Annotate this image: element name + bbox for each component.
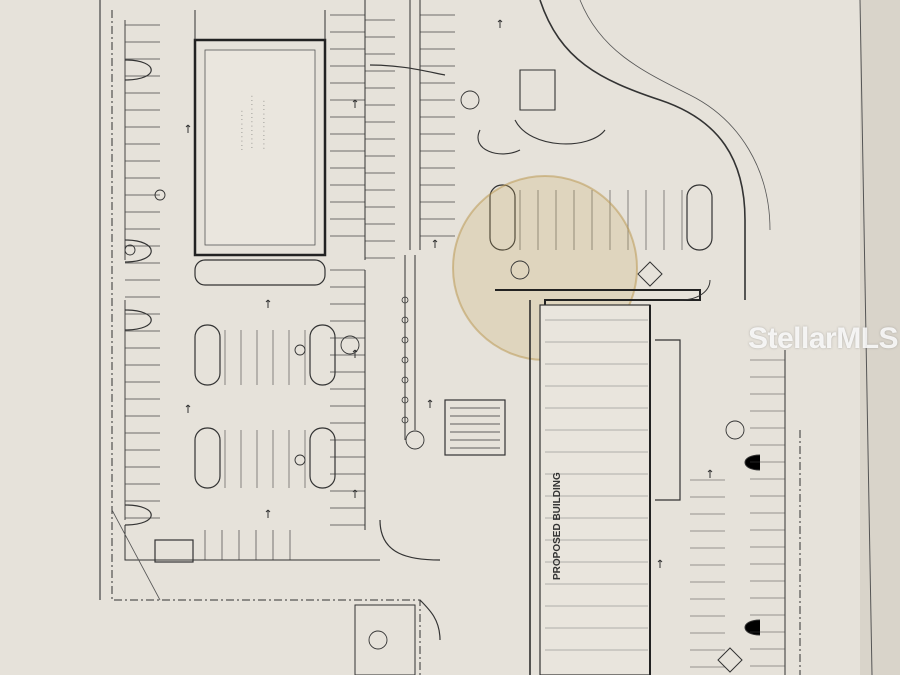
- stellar-mls-watermark: StellarMLS: [748, 322, 899, 355]
- svg-text:· · · · · · · · · ·: · · · · · · · · · ·: [238, 110, 245, 151]
- building-title: PROPOSED BUILDING: [552, 472, 563, 580]
- svg-text:· · · · · · · · · · · · ·: · · · · · · · · · · · · ·: [248, 95, 255, 149]
- svg-text:· · · · · · · · · · · ·: · · · · · · · · · · · ·: [260, 100, 267, 149]
